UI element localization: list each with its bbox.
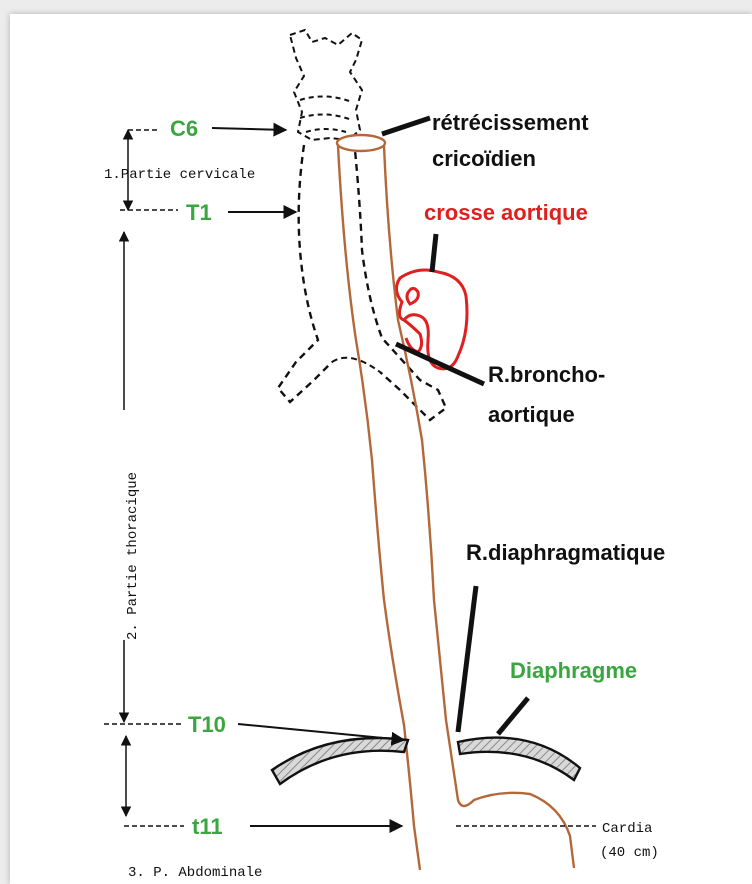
aortic-arch	[396, 270, 467, 369]
broncho-label-line2: aortique	[488, 402, 575, 427]
retrecissement-pointer	[382, 118, 430, 134]
partie-thoracique-label: 2. Partie thoracique	[125, 472, 141, 640]
retrecissement-label-line1: rétrécissement	[432, 110, 589, 135]
broncho-pointer	[396, 344, 484, 384]
esophagus-left-wall	[338, 146, 420, 870]
partie-abdominale-label: 3. P. Abdominale	[128, 865, 262, 881]
crosse-aortique-label: crosse aortique	[424, 200, 588, 225]
partie-cervicale-label: 1.Partie cervicale	[104, 167, 255, 183]
diaphragme-label: Diaphragme	[510, 658, 637, 683]
diaphragm-right	[458, 738, 580, 780]
retrecissement-label-line2: cricoïdien	[432, 146, 536, 171]
cardia-length-label: (40 cm)	[600, 845, 659, 861]
crosse-pointer	[432, 234, 436, 272]
diaphragmatique-pointer	[458, 586, 476, 732]
c6-arrow	[212, 128, 286, 130]
larynx-inner	[300, 96, 352, 132]
cardia-label: Cardia	[602, 821, 652, 837]
broncho-label-line1: R.broncho-	[488, 362, 605, 387]
trachea-carina	[332, 358, 380, 372]
trachea-left-wall	[278, 145, 332, 402]
t10-arrow	[238, 724, 404, 740]
diaphragme-pointer	[498, 698, 528, 734]
diaphragm-left	[272, 738, 408, 784]
t10-label: T10	[188, 712, 226, 737]
c6-label: C6	[170, 116, 198, 141]
esophagus-opening	[337, 135, 385, 151]
t1-label: T1	[186, 200, 212, 225]
t11-label: t11	[192, 814, 223, 839]
diaphragmatique-label: R.diaphragmatique	[466, 540, 665, 565]
larynx-outline	[290, 30, 362, 140]
